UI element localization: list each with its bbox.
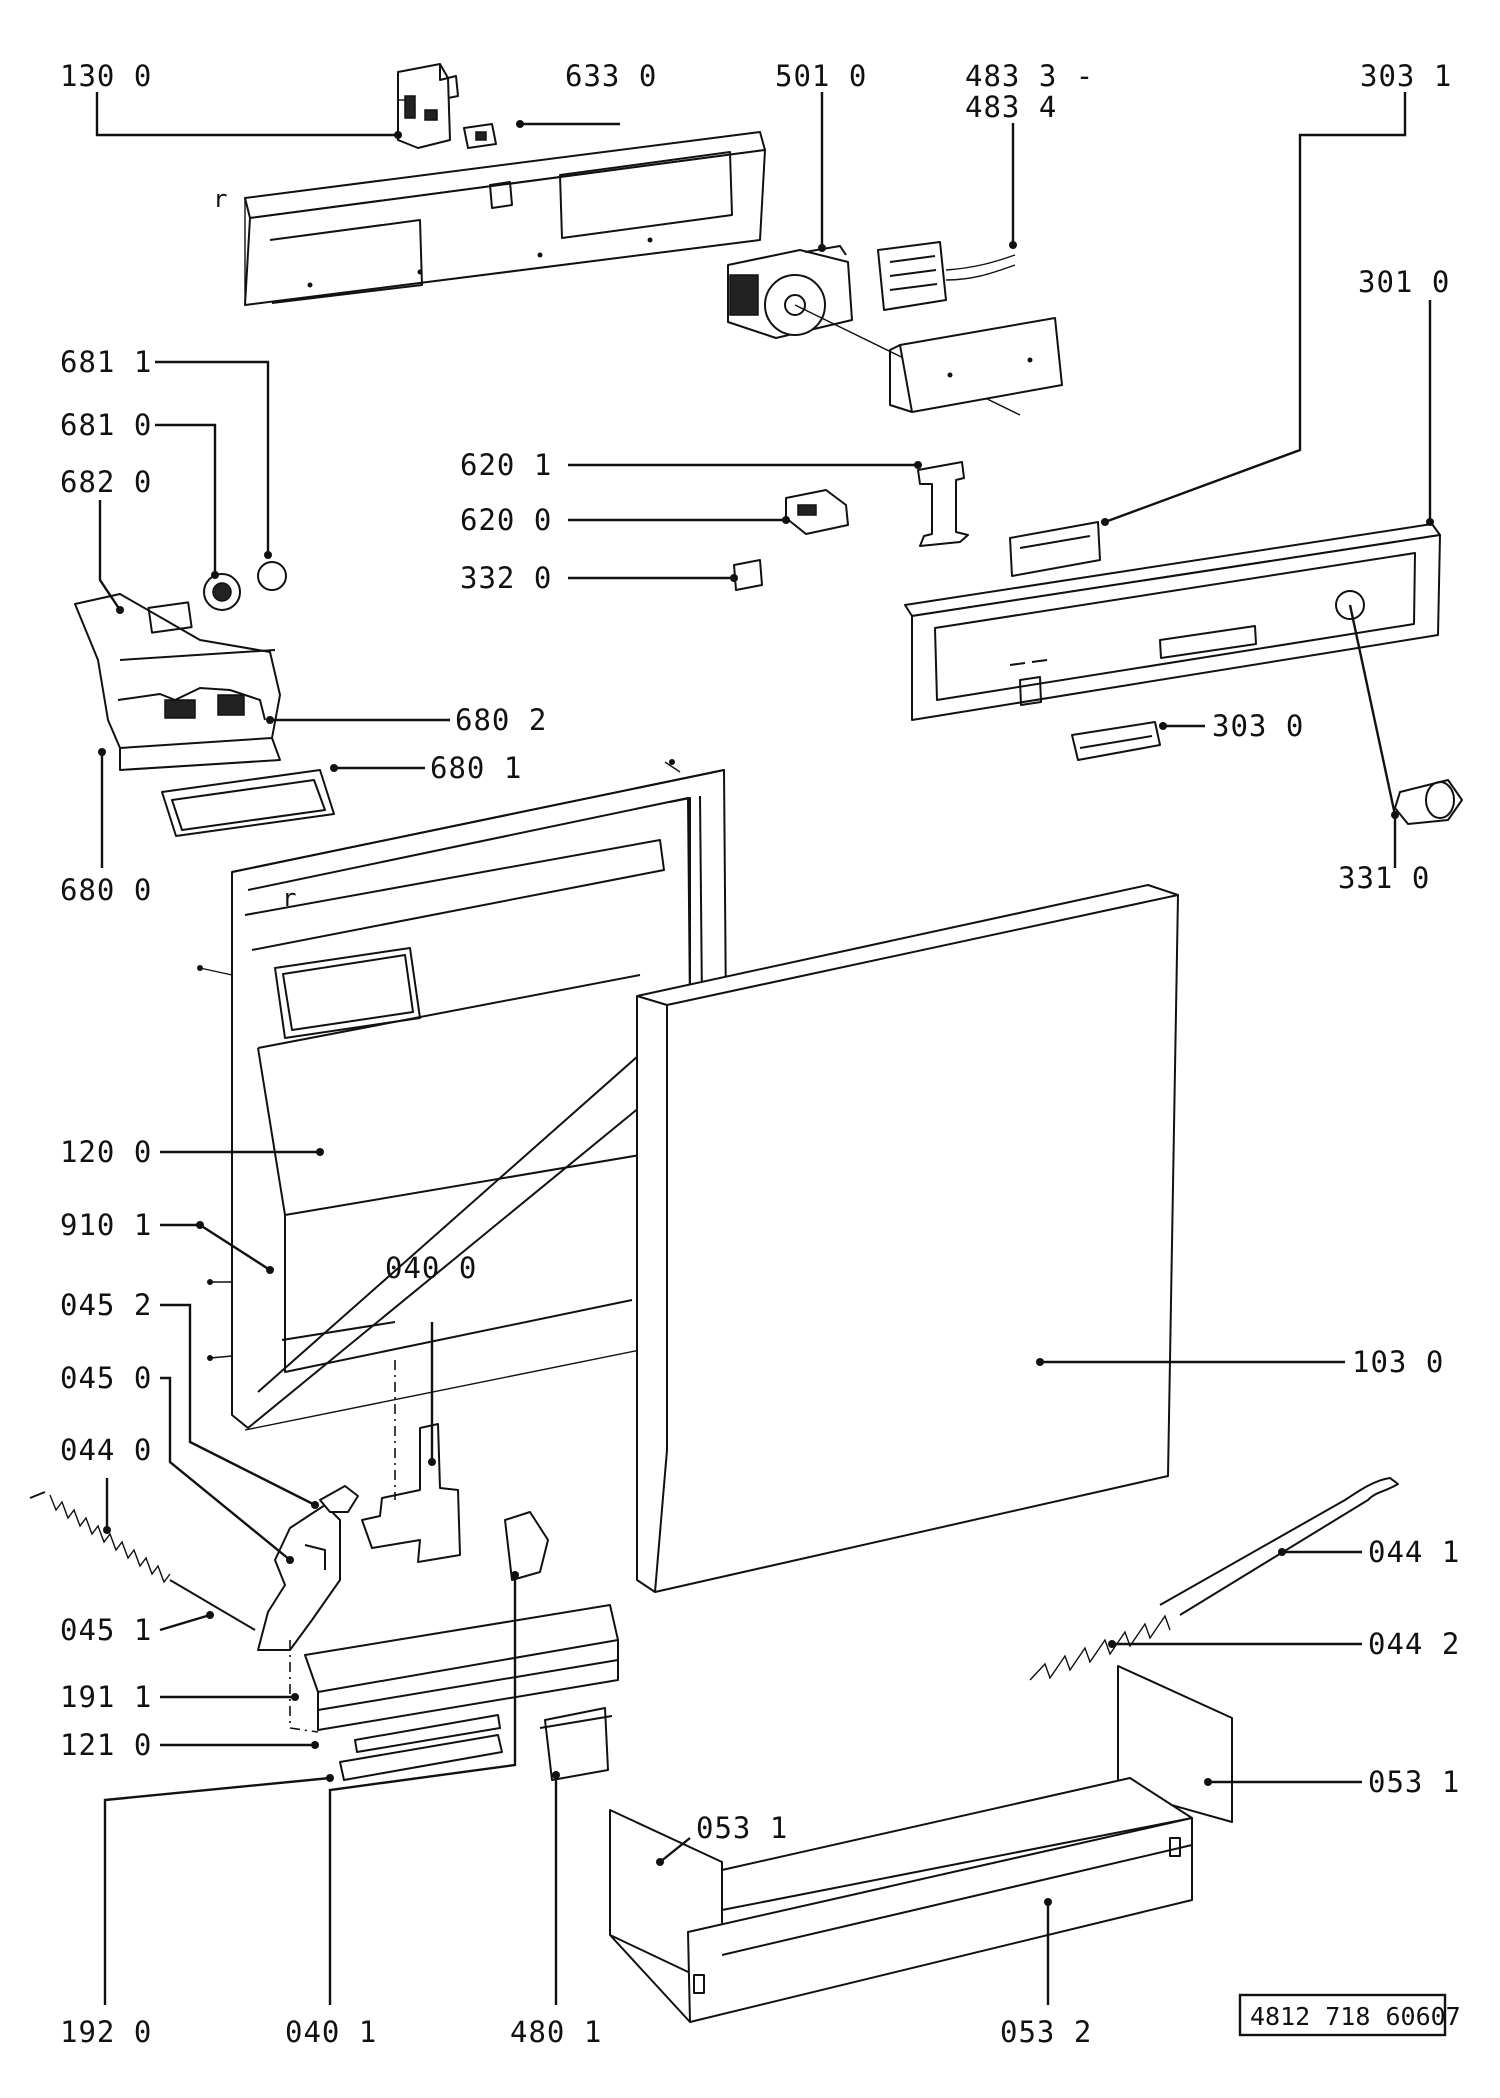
part-483-connector xyxy=(877,241,1016,311)
callout-620-1: 620 1 xyxy=(460,448,552,482)
callout-121-0: 121 0 xyxy=(60,1728,152,1762)
callout-045-2: 045 2 xyxy=(60,1288,152,1322)
part-045-2-hinge-arm xyxy=(319,1485,359,1513)
mark-door-frame: r xyxy=(282,884,297,912)
callout-483-4: 483 4 xyxy=(965,90,1057,124)
callout-682-0: 682 0 xyxy=(60,465,152,499)
callout-910-1: 910 1 xyxy=(60,1208,152,1242)
callout-680-2: 680 2 xyxy=(455,703,547,737)
callout-620-0: 620 0 xyxy=(460,503,552,537)
part-680-0-dispenser xyxy=(74,593,281,771)
part-timer-bracket xyxy=(889,317,1063,413)
callout-681-0: 681 0 xyxy=(60,408,152,442)
part-620-1 xyxy=(917,461,969,547)
callout-303-1: 303 1 xyxy=(1360,59,1452,93)
callout-192-0: 192 0 xyxy=(60,2015,152,2049)
callout-040-0: 040 0 xyxy=(385,1251,477,1285)
mark-upper-bracket: r xyxy=(213,185,228,213)
callout-301-0: 301 0 xyxy=(1358,265,1450,299)
part-053-kick-plate xyxy=(609,1665,1233,2023)
part-inner-door-frame xyxy=(197,759,735,1431)
leader-lines xyxy=(95,92,1434,2005)
part-191-1-rail xyxy=(289,1604,619,1753)
part-620-0 xyxy=(785,489,849,535)
part-331-0-knob xyxy=(1394,779,1463,825)
part-681-0-knob xyxy=(203,573,241,611)
callout-040-1: 040 1 xyxy=(285,2015,377,2049)
part-040-0-hinge xyxy=(361,1360,461,1563)
callout-332-0: 332 0 xyxy=(460,561,552,595)
callout-191-1: 191 1 xyxy=(60,1680,152,1714)
part-040-1-plate xyxy=(504,1511,549,1581)
part-192-0-bar xyxy=(339,1734,503,1781)
callout-044-2: 044 2 xyxy=(1368,1627,1460,1661)
part-633-0 xyxy=(463,123,497,149)
part-681-1-ring xyxy=(257,561,287,591)
callout-053-1-left: 053 1 xyxy=(696,1811,788,1845)
part-303-0 xyxy=(1071,721,1161,761)
part-301-0-control-panel xyxy=(904,523,1441,721)
part-044-1-rod xyxy=(1159,1477,1399,1616)
callout-680-0: 680 0 xyxy=(60,873,152,907)
part-680-1-gasket xyxy=(161,769,335,837)
part-044-0-spring xyxy=(29,1491,256,1631)
callout-103-0: 103 0 xyxy=(1352,1345,1444,1379)
callout-480-1: 480 1 xyxy=(510,2015,602,2049)
callout-130-0: 130 0 xyxy=(60,59,152,93)
part-480-1-bracket xyxy=(539,1707,613,1781)
part-332-0 xyxy=(733,559,763,591)
callout-331-0: 331 0 xyxy=(1338,861,1430,895)
drawing-number: 4812 718 60607 xyxy=(1250,2002,1461,2031)
part-130-0-switch xyxy=(397,63,459,149)
callout-680-1: 680 1 xyxy=(430,751,522,785)
callout-044-1: 044 1 xyxy=(1368,1535,1460,1569)
callout-045-0: 045 0 xyxy=(60,1361,152,1395)
part-303-1-handle xyxy=(1009,521,1101,577)
drawing-number-box: 4812 718 60607 xyxy=(1238,1993,1461,2037)
callout-120-0: 120 0 xyxy=(60,1135,152,1169)
part-103-0-outer-door xyxy=(636,884,1179,1593)
callout-labels: 130 0 633 0 501 0 483 3 - 483 4 303 1 30… xyxy=(60,59,1460,2049)
part-044-2-spring xyxy=(1029,1614,1171,1681)
callout-483-3: 483 3 - xyxy=(965,59,1094,93)
callout-681-1: 681 1 xyxy=(60,345,152,379)
callout-633-0: 633 0 xyxy=(565,59,657,93)
callout-501-0: 501 0 xyxy=(775,59,867,93)
part-045-0-hinge-lever xyxy=(257,1504,341,1651)
callout-045-1: 045 1 xyxy=(60,1613,152,1647)
callout-303-0: 303 0 xyxy=(1212,709,1304,743)
callout-044-0: 044 0 xyxy=(60,1433,152,1467)
callout-053-1-right: 053 1 xyxy=(1368,1765,1460,1799)
callout-053-2: 053 2 xyxy=(1000,2015,1092,2049)
part-upper-bracket xyxy=(244,131,766,306)
